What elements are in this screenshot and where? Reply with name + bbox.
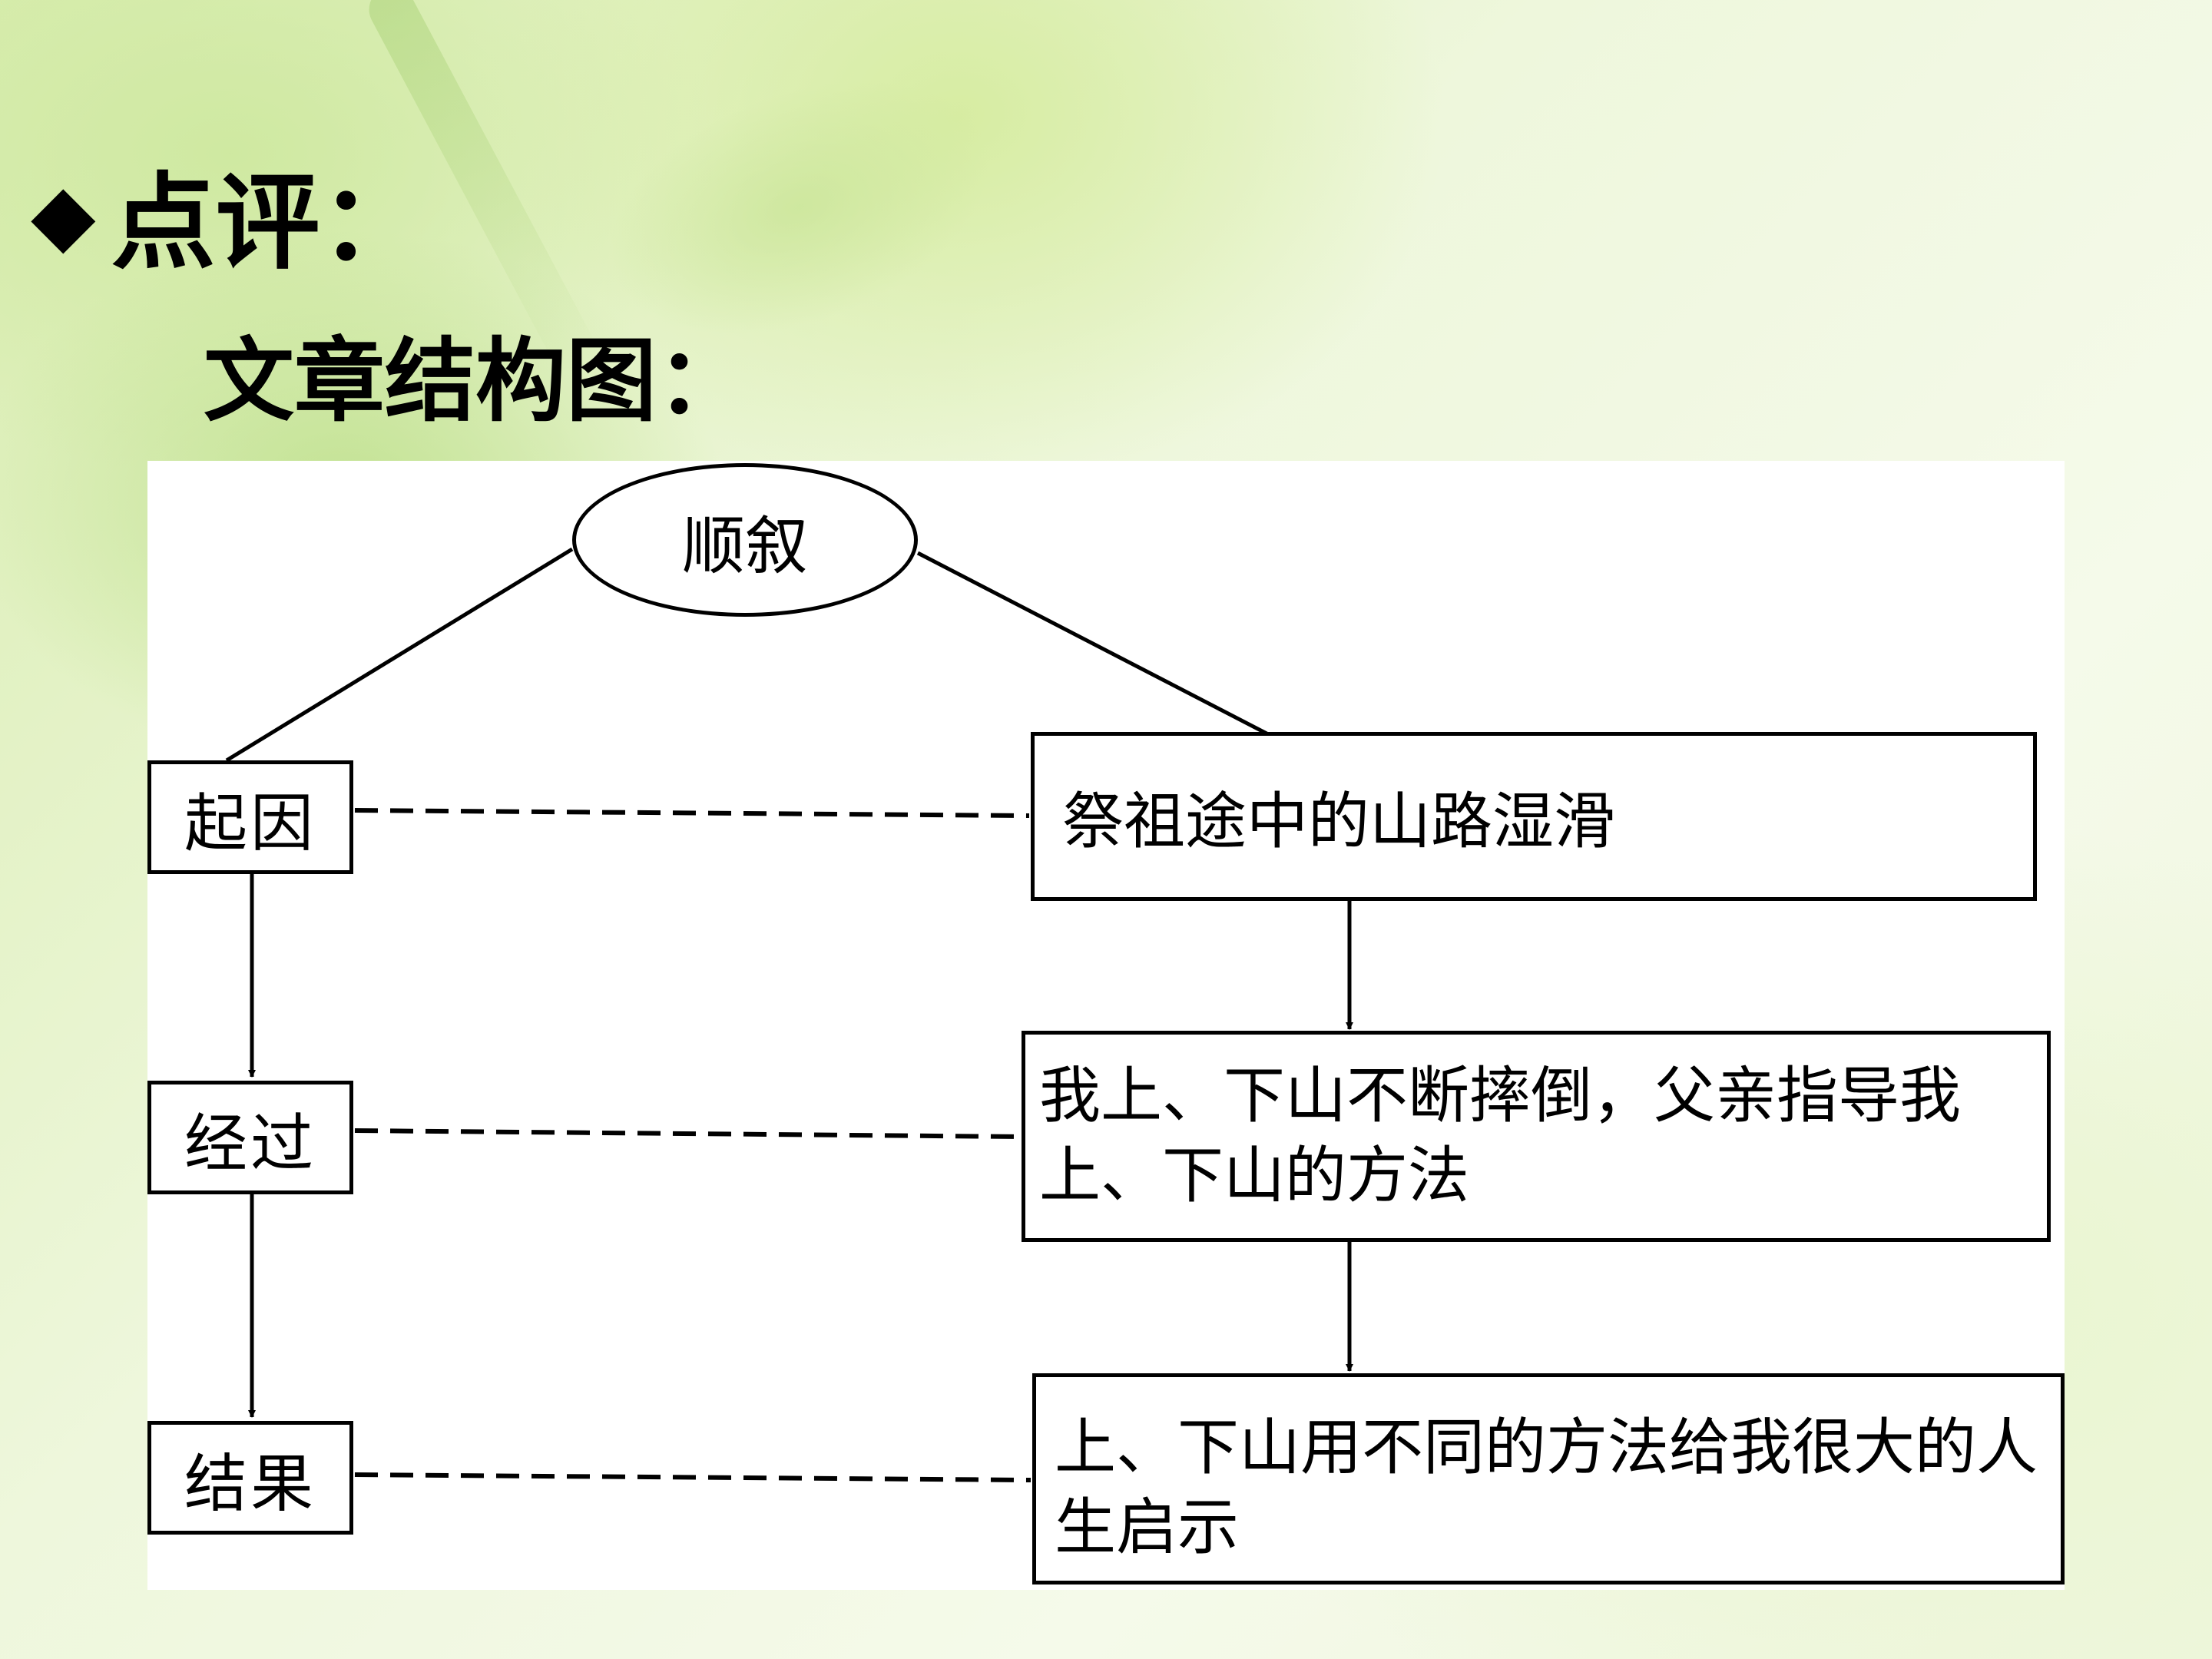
heading-title: 点评： bbox=[111, 163, 425, 284]
dashed-link-2 bbox=[354, 1128, 1021, 1139]
stage-detail-result: 上、下山用不同的方法给我很大的人生启示 bbox=[1032, 1373, 2065, 1584]
connector-root-right bbox=[916, 551, 1273, 738]
root-node: 顺叙 bbox=[572, 463, 918, 617]
connector-root-left bbox=[225, 547, 574, 763]
dashed-link-3 bbox=[354, 1472, 1031, 1482]
heading: ◆ 点评： bbox=[31, 138, 425, 290]
stage-label-result: 结果 bbox=[147, 1421, 353, 1535]
subheading: 文章结构图： bbox=[204, 328, 748, 434]
stage-detail-cause: 祭祖途中的山路湿滑 bbox=[1031, 732, 2037, 901]
stage-label-process: 经过 bbox=[147, 1081, 353, 1194]
stage-detail-process: 我上、下山不断摔倒，父亲指导我上、下山的方法 bbox=[1022, 1031, 2051, 1242]
stage-label-cause: 起因 bbox=[147, 760, 353, 874]
dashed-link-1 bbox=[354, 808, 1030, 818]
diamond-bullet-icon: ◆ bbox=[31, 164, 96, 263]
